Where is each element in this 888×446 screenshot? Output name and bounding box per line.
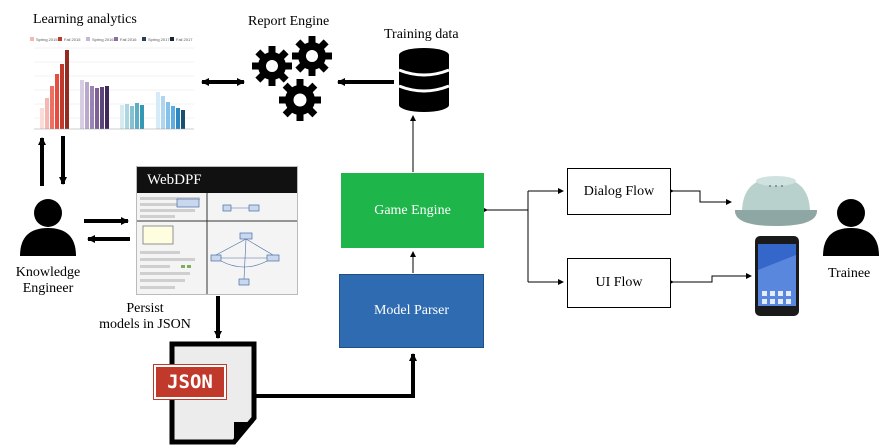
arrow-dialog-speaker bbox=[668, 188, 732, 205]
svg-text:Spring 2016: Spring 2016 bbox=[92, 37, 114, 42]
webdpf-title: WebDPF bbox=[137, 167, 297, 193]
arrow-json-to-parser bbox=[254, 353, 417, 398]
dialog-flow-label: Dialog Flow bbox=[583, 183, 655, 199]
webdpf-canvas bbox=[137, 193, 297, 294]
svg-text:Fall 2015: Fall 2015 bbox=[64, 37, 81, 42]
ui-flow-label: UI Flow bbox=[595, 275, 643, 290]
database-icon bbox=[398, 48, 450, 112]
svg-text:Spring 2015: Spring 2015 bbox=[36, 37, 58, 42]
json-badge: JSON bbox=[154, 365, 226, 399]
persist-models-label: Persist models in JSON bbox=[99, 301, 191, 332]
person-icon bbox=[20, 199, 76, 256]
smart-speaker-icon bbox=[734, 176, 818, 226]
svg-text:Fall 2016: Fall 2016 bbox=[120, 37, 137, 42]
bar-chart-thumbnail: Spring 2015 Fall 2015 Spring 2016 Fall 2… bbox=[28, 34, 196, 132]
knowledge-engineer-label: Knowledge Engineer bbox=[15, 265, 81, 296]
training-data-label: Training data bbox=[384, 27, 459, 42]
smartphone-icon bbox=[755, 236, 799, 316]
dialog-flow-box: Dialog Flow bbox=[567, 168, 671, 215]
learning-analytics-label: Learning analytics bbox=[33, 12, 137, 27]
svg-text:Fall 2017: Fall 2017 bbox=[176, 37, 193, 42]
person-icon bbox=[823, 199, 879, 256]
svg-text:Spring 2017: Spring 2017 bbox=[148, 37, 170, 42]
game-engine-label: Game Engine bbox=[374, 202, 451, 218]
report-engine-label: Report Engine bbox=[248, 14, 330, 29]
trainee-label: Trainee bbox=[828, 266, 871, 281]
arrow-ui-phone bbox=[668, 273, 752, 285]
game-engine-box: Game Engine bbox=[341, 173, 484, 248]
model-parser-label: Model Parser bbox=[373, 303, 450, 318]
webdpf-screenshot: WebDPF bbox=[136, 166, 298, 295]
model-parser-box: Model Parser bbox=[339, 274, 484, 348]
gears-icon bbox=[252, 36, 332, 121]
ui-flow-box: UI Flow bbox=[567, 258, 671, 308]
